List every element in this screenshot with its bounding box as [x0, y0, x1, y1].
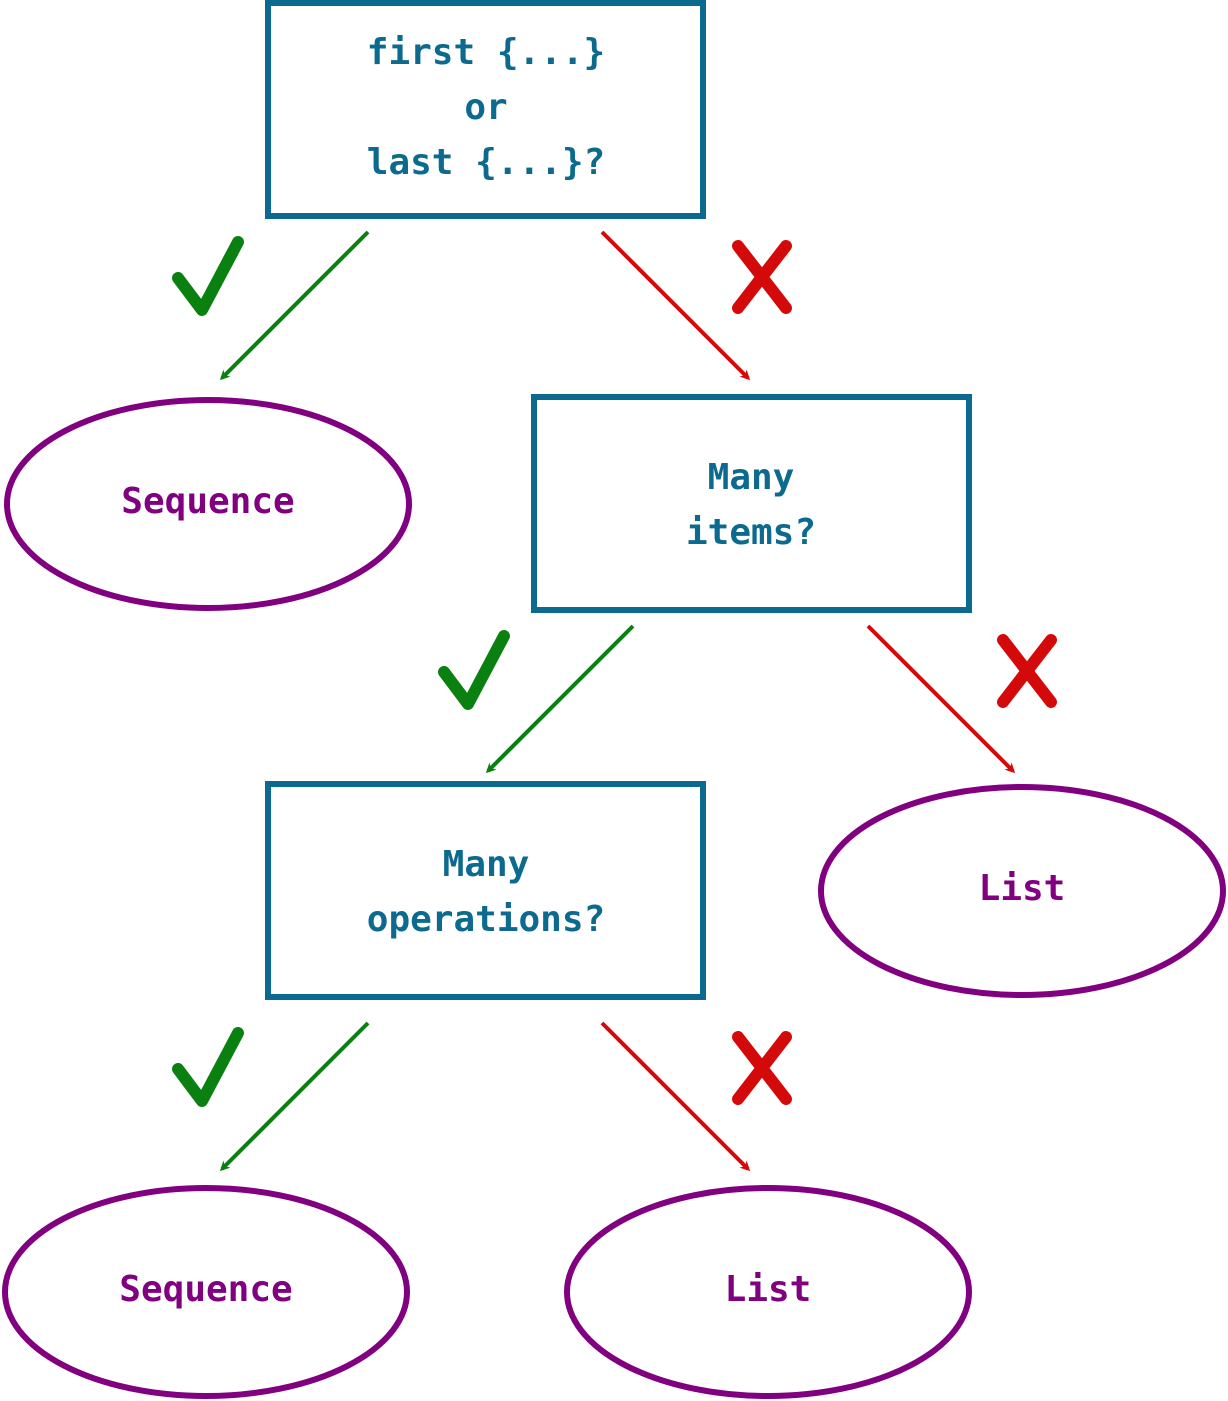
result-ellipse — [4, 397, 412, 611]
decision-line: first {...} — [367, 32, 605, 73]
decision-box — [265, 781, 706, 1000]
no-arrow — [600, 1021, 751, 1172]
result-label: List — [979, 868, 1066, 909]
decision-many-operations: Many operations? — [265, 781, 706, 1000]
decision-line: or — [464, 87, 507, 128]
decision-box — [265, 0, 706, 219]
result-label: Sequence — [119, 1269, 292, 1310]
checkmark-icon — [172, 1027, 244, 1107]
result-ellipse — [818, 784, 1226, 998]
decision-line: operations? — [367, 899, 605, 940]
yes-arrow — [485, 624, 635, 774]
cross-icon — [732, 240, 792, 314]
result-sequence: Sequence — [2, 1185, 410, 1399]
cross-icon — [997, 634, 1057, 708]
result-ellipse — [564, 1185, 972, 1399]
decision-line: Many — [708, 457, 795, 498]
result-sequence: Sequence — [4, 397, 412, 611]
result-list: List — [818, 784, 1226, 998]
result-list: List — [564, 1185, 972, 1399]
no-arrow — [600, 230, 751, 381]
decision-line: items? — [686, 512, 816, 553]
decision-many-items: Many items? — [531, 394, 972, 613]
yes-arrow — [219, 1021, 370, 1172]
cross-icon — [732, 1031, 792, 1105]
result-label: Sequence — [121, 481, 294, 522]
decision-line: Many — [443, 844, 530, 885]
decision-box — [531, 394, 972, 613]
result-label: List — [725, 1269, 812, 1310]
no-arrow — [866, 624, 1016, 774]
checkmark-icon — [172, 236, 244, 316]
decision-line: last {...}? — [367, 142, 605, 183]
yes-arrow — [219, 230, 370, 381]
result-ellipse — [2, 1185, 410, 1399]
decision-first-or-last: first {...} or last {...}? — [265, 0, 706, 219]
checkmark-icon — [438, 630, 510, 710]
